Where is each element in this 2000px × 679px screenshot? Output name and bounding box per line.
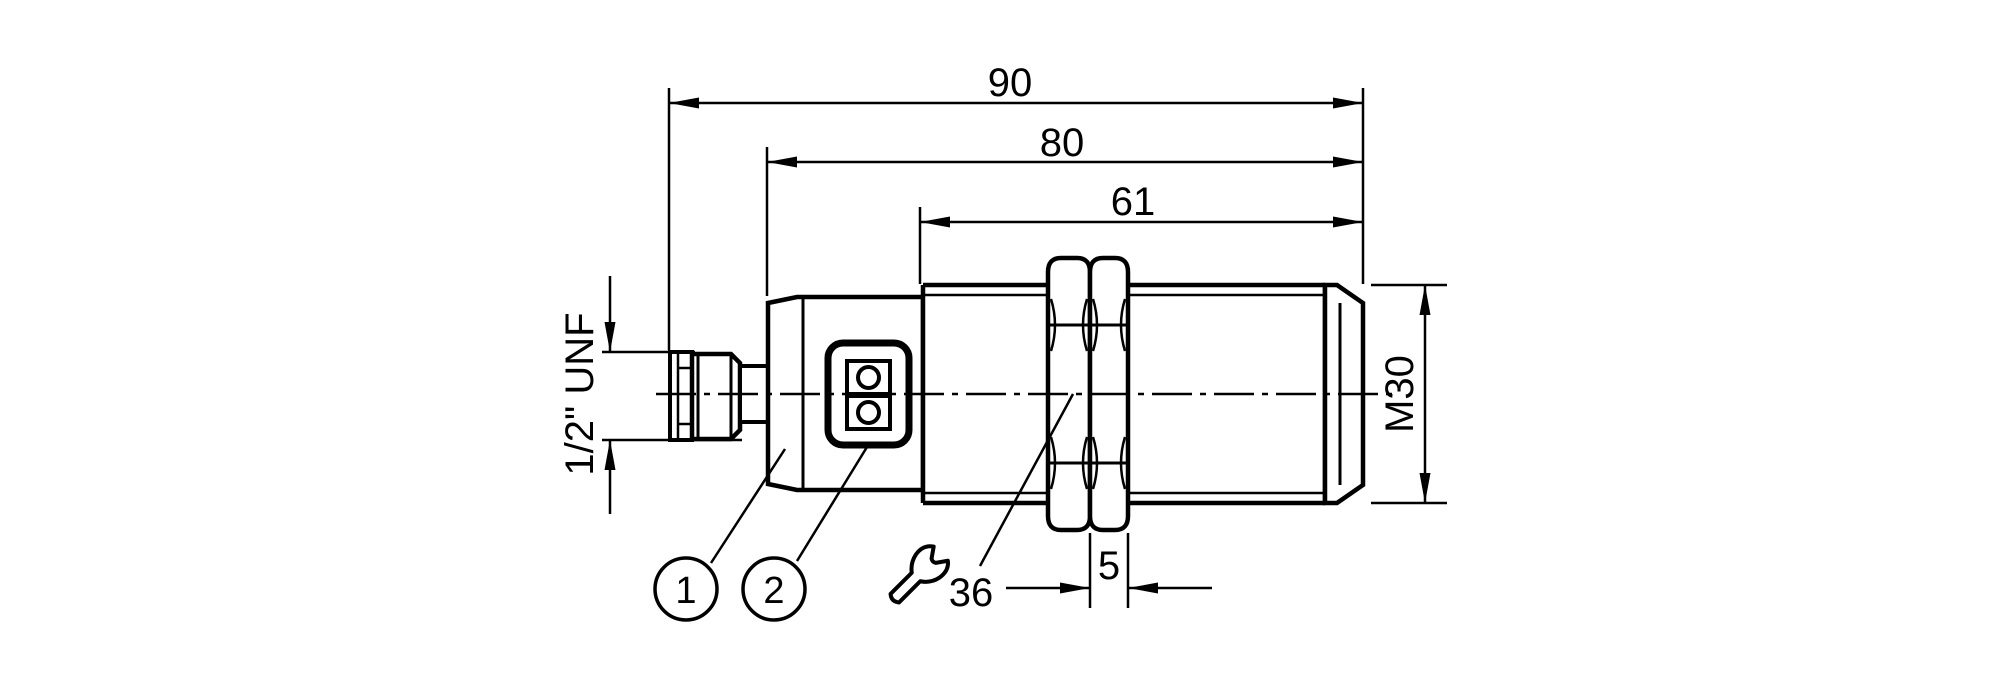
- callout-1-number: 1: [675, 570, 696, 612]
- callout-1-leader: [709, 448, 787, 564]
- dim-m30-label: M30: [1378, 355, 1422, 433]
- callout-2-number: 2: [763, 570, 784, 612]
- callout-2: 2: [741, 446, 869, 622]
- connector-thread-stub: [668, 350, 694, 442]
- wrench-size-annotation: 36: [888, 393, 1075, 615]
- callout-2-circle: [741, 556, 807, 622]
- dim-housing-length: [765, 147, 1363, 296]
- callout-2-leader: [795, 446, 869, 562]
- connector-plug: [668, 350, 770, 442]
- dim-connector-thread: [602, 276, 742, 514]
- led-bottom-icon: [856, 400, 881, 425]
- dim-5-label: 5: [1098, 544, 1120, 588]
- wrench-size-label: 36: [949, 571, 994, 615]
- dim-90-label: 90: [988, 61, 1033, 105]
- dim-thread-length: [918, 207, 1363, 284]
- dim-overall-length: [667, 88, 1365, 350]
- dim-61-label: 61: [1111, 180, 1156, 224]
- wrench-icon: [888, 544, 950, 605]
- dim-80-label: 80: [1040, 121, 1085, 165]
- led-top-icon: [856, 365, 881, 390]
- callout-1: 1: [653, 448, 787, 622]
- dim-unf-label: 1/2" UNF: [558, 312, 602, 475]
- callout-1-circle: [653, 556, 719, 622]
- dim-nut-width: [1006, 533, 1212, 608]
- lock-nut-1: [1045, 255, 1093, 533]
- wrench-leader-line: [978, 393, 1075, 567]
- dim-thread-size: [1371, 283, 1447, 505]
